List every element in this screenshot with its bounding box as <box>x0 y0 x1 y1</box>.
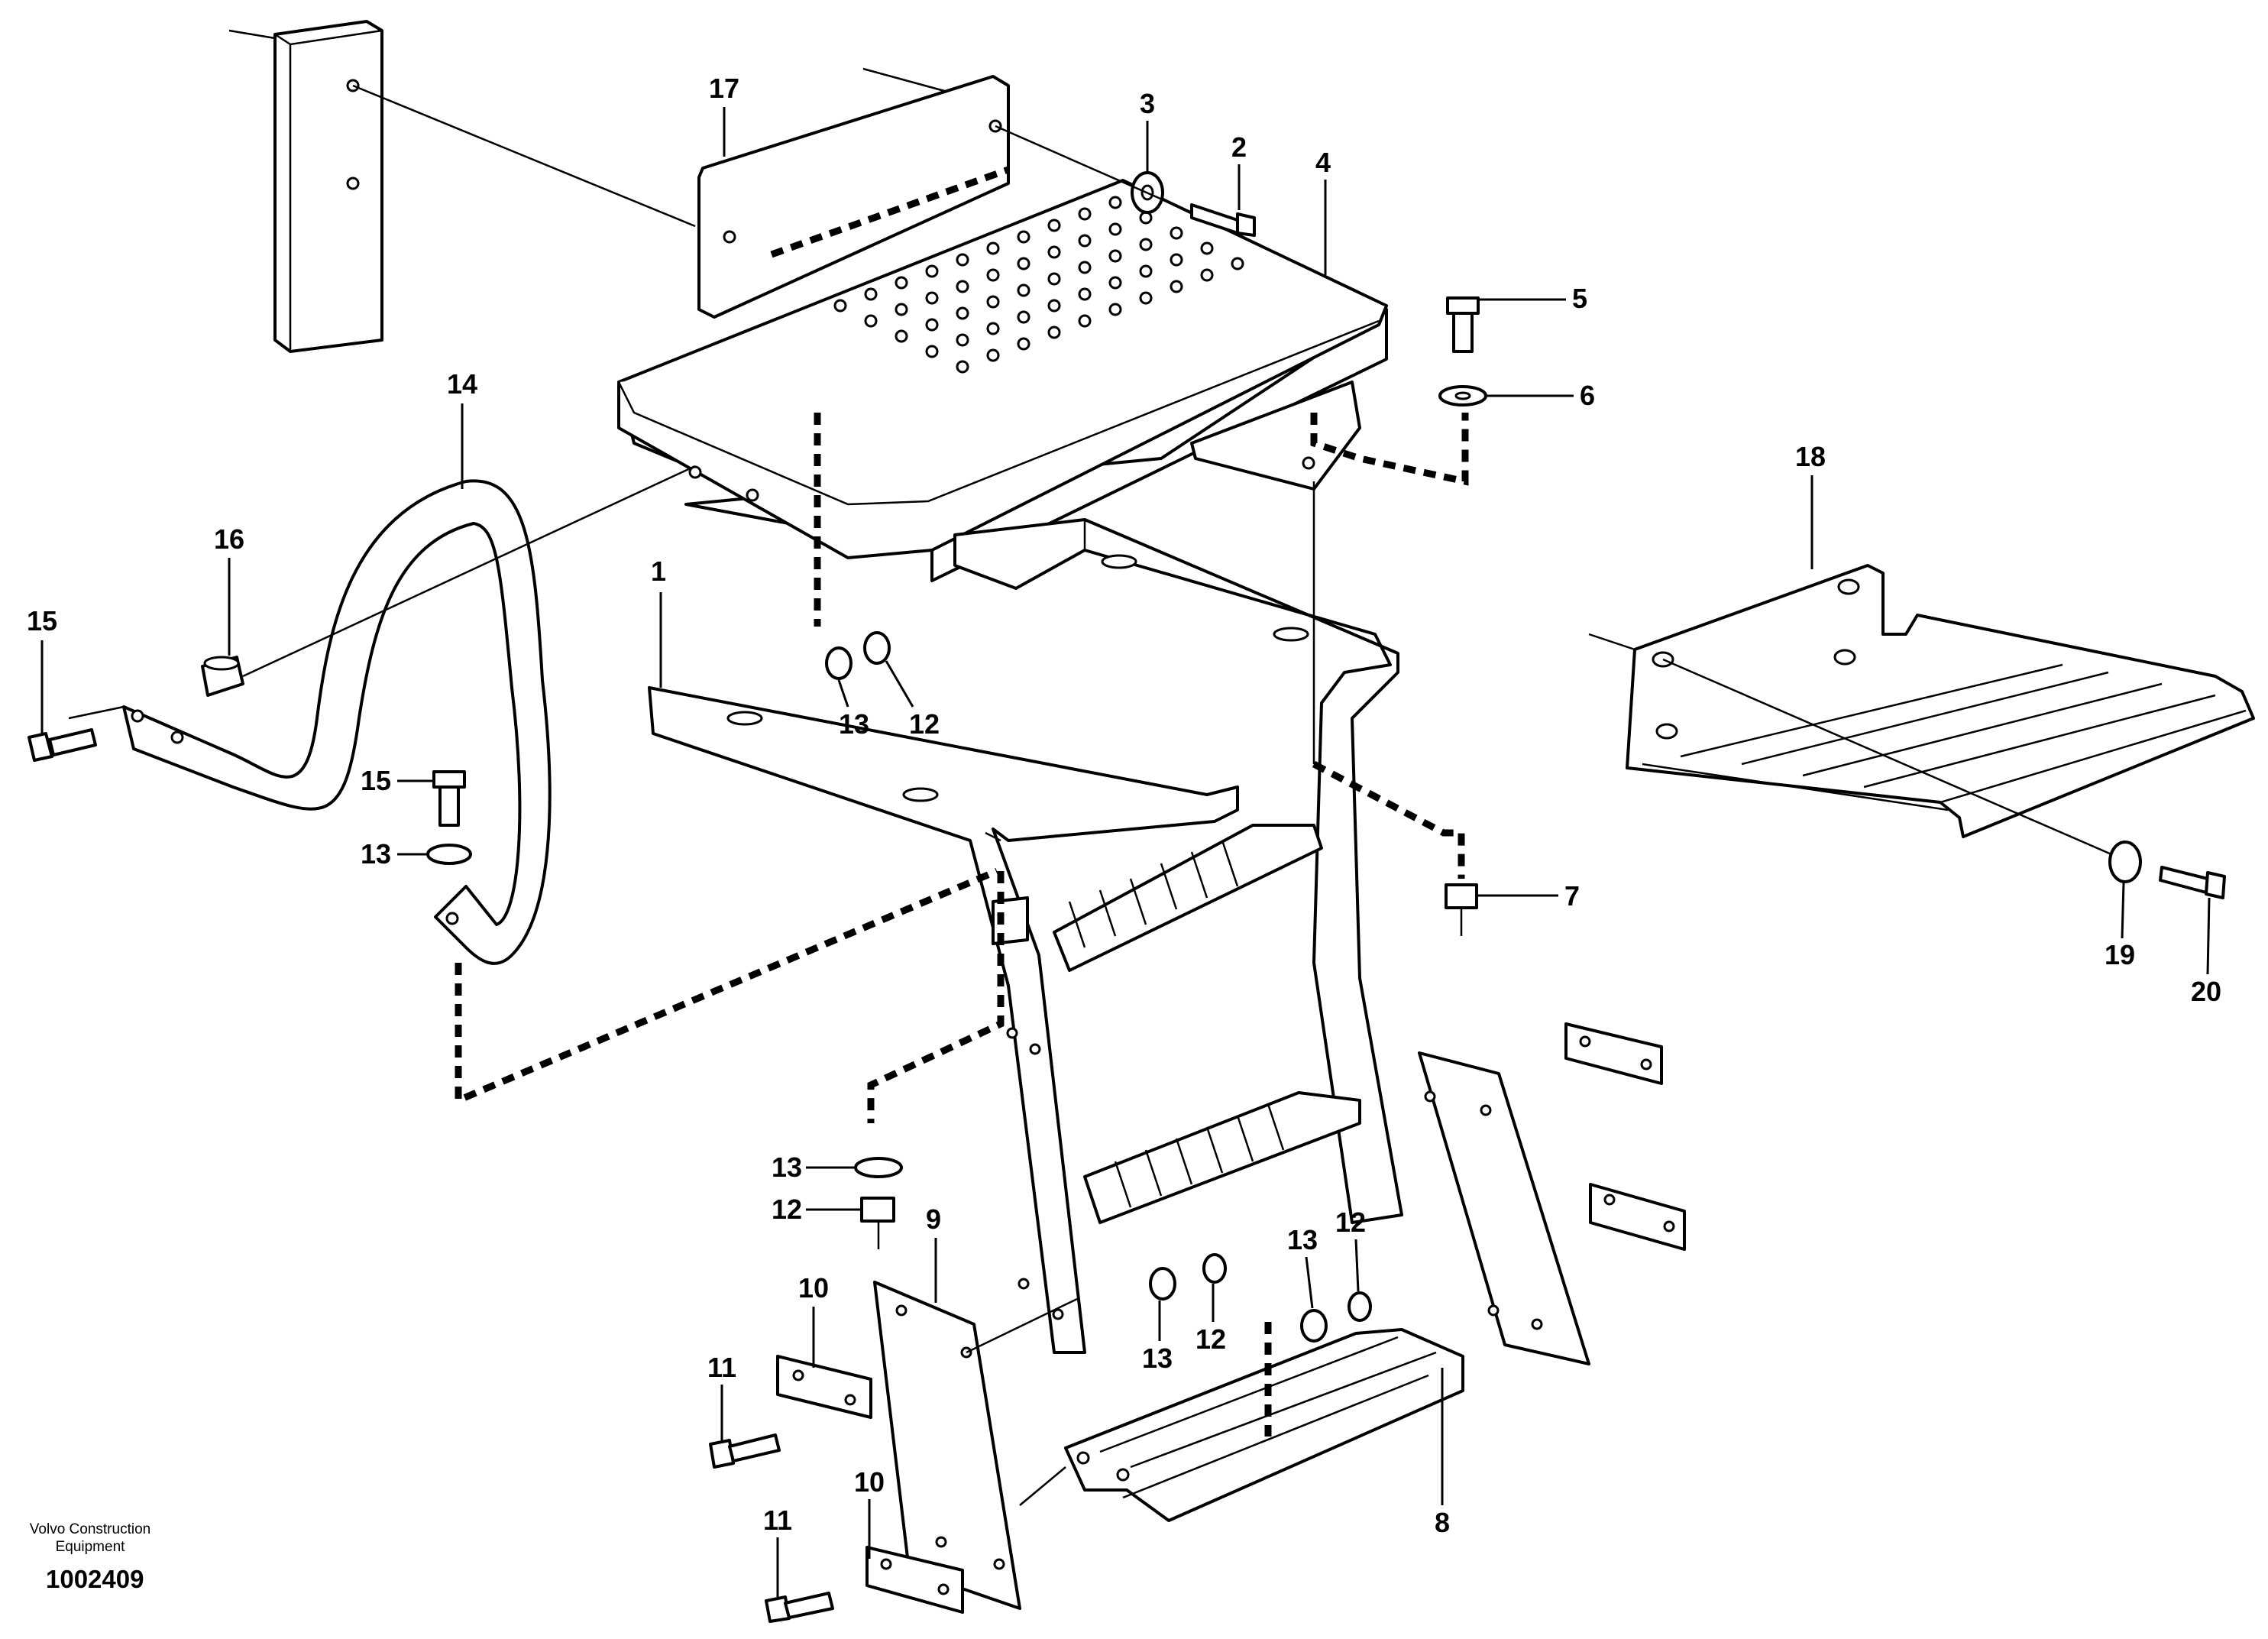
clamp-plate-lower-right <box>1589 1183 1686 1251</box>
perforation-pattern <box>833 196 1244 374</box>
bolt-20 <box>2159 866 2226 899</box>
bolt-15-left <box>28 728 97 762</box>
callout-11-lower: 11 <box>763 1505 792 1536</box>
side-step-18 <box>1588 564 2255 861</box>
bottom-step-8 <box>1064 1322 1464 1522</box>
ladder-rung-lower <box>1083 1091 1361 1224</box>
bolt-2 <box>1190 203 1256 237</box>
washer-6 <box>1438 385 1487 407</box>
callout-13-mid: 13 <box>772 1152 802 1183</box>
callout-16: 16 <box>214 523 244 555</box>
callout-8: 8 <box>1435 1507 1450 1538</box>
nut-12-mid <box>860 1197 895 1223</box>
callout-13-top: 13 <box>839 708 869 740</box>
callout-14: 14 <box>447 368 477 400</box>
callout-12-mid: 12 <box>772 1194 802 1225</box>
callout-17: 17 <box>709 73 739 104</box>
callout-2: 2 <box>1231 131 1247 163</box>
washer-13-left <box>426 844 472 865</box>
callout-10-lower: 10 <box>854 1466 885 1498</box>
callout-11-upper: 11 <box>707 1352 736 1383</box>
mounting-bracket <box>953 481 1403 1224</box>
callout-13-left: 13 <box>361 838 391 870</box>
callout-12-bottom-right: 12 <box>1335 1207 1366 1238</box>
callout-20: 20 <box>2191 976 2221 1007</box>
callout-13-bottom-left: 13 <box>1142 1343 1173 1374</box>
washer-13-mid <box>854 1157 903 1178</box>
clamp-plate-10-upper <box>776 1355 872 1419</box>
callout-1: 1 <box>651 556 666 587</box>
washers-12-13-top <box>825 631 891 680</box>
platform-step-4 <box>617 179 1388 627</box>
handrail-14 <box>68 465 998 1106</box>
callout-7: 7 <box>1564 880 1580 912</box>
publisher-label: Volvo Construction Equipment <box>14 1521 167 1556</box>
clamp-plate-upper-right <box>1564 1022 1663 1085</box>
callout-5: 5 <box>1572 283 1587 314</box>
callouts: 1 2 3 4 5 6 7 8 9 10 10 11 11 12 12 12 1… <box>27 73 2221 1597</box>
side-plate-17 <box>697 67 1010 319</box>
callout-12-top: 12 <box>909 708 940 740</box>
callout-10-upper: 10 <box>798 1272 829 1304</box>
mounting-plate-9 <box>873 1281 1078 1610</box>
bolt-11-lower <box>765 1592 834 1623</box>
bolt-15-left-vertical <box>432 770 466 827</box>
callout-9: 9 <box>926 1203 941 1235</box>
ladder-side-plate <box>1418 1051 1590 1365</box>
publisher-line-1: Volvo Construction <box>29 1521 151 1537</box>
callout-3: 3 <box>1140 88 1155 119</box>
callout-19: 19 <box>2105 939 2135 970</box>
ladder-rung-upper <box>1053 824 1323 972</box>
washers-12-13-bottom <box>1149 1253 1372 1343</box>
callout-12-bottom-left: 12 <box>1195 1323 1226 1355</box>
callout-6: 6 <box>1580 380 1595 411</box>
publisher-line-2: Equipment <box>55 1539 125 1555</box>
callout-18: 18 <box>1795 441 1826 472</box>
callout-13-bottom-right: 13 <box>1287 1224 1318 1255</box>
bolt-5 <box>1446 296 1480 353</box>
document-number: 1002409 <box>46 1565 144 1593</box>
bolt-11-upper <box>709 1433 781 1469</box>
ladder-frame-1 <box>648 686 1361 1354</box>
callout-4: 4 <box>1315 147 1331 178</box>
washer-19 <box>2108 841 2142 883</box>
square-tube-post <box>228 20 696 353</box>
callout-15-left: 15 <box>27 605 57 636</box>
nut-7 <box>1445 883 1478 909</box>
callout-15-mid: 15 <box>361 765 391 796</box>
clamp-plate-10-lower <box>865 1546 964 1614</box>
